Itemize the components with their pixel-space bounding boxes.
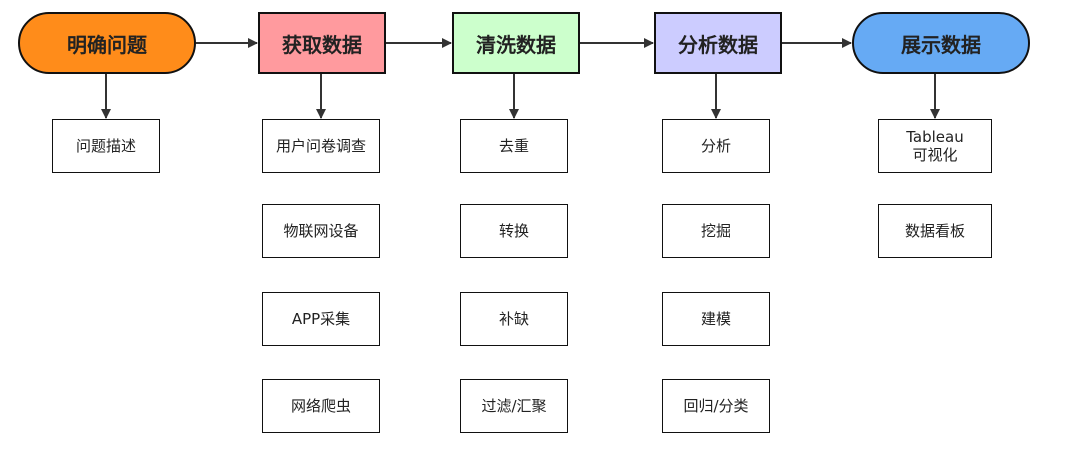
sub-step-box: 过滤/汇聚 [460, 379, 568, 433]
sub-step-label: 数据看板 [904, 222, 965, 240]
sub-step-label: 网络爬虫 [290, 397, 351, 415]
stage-acquire-data: 获取数据 [258, 12, 386, 74]
sub-step-label: 建模 [700, 310, 731, 328]
sub-step-box: Tableau 可视化 [878, 119, 992, 173]
sub-step-label: 分析 [700, 137, 731, 155]
sub-step-box: 挖掘 [662, 204, 770, 258]
stage-label: 获取数据 [282, 32, 362, 57]
stage-analyze-data: 分析数据 [654, 12, 782, 74]
sub-step-box: 网络爬虫 [262, 379, 380, 433]
stage-label: 明确问题 [67, 32, 147, 57]
sub-step-label: Tableau 可视化 [906, 128, 964, 164]
sub-step-label: 转换 [498, 222, 529, 240]
sub-step-box: 问题描述 [52, 119, 160, 173]
sub-step-box: 物联网设备 [262, 204, 380, 258]
stage-label: 展示数据 [901, 32, 981, 57]
sub-step-box: 回归/分类 [662, 379, 770, 433]
sub-step-box: 转换 [460, 204, 568, 258]
sub-step-label: 挖掘 [700, 222, 731, 240]
sub-step-box: 用户问卷调查 [262, 119, 380, 173]
stage-define-problem: 明确问题 [18, 12, 196, 74]
sub-step-label: 过滤/汇聚 [481, 397, 547, 415]
sub-step-label: 去重 [498, 137, 529, 155]
stage-present-data: 展示数据 [852, 12, 1030, 74]
stage-clean-data: 清洗数据 [452, 12, 580, 74]
sub-step-box: 数据看板 [878, 204, 992, 258]
sub-step-box: 分析 [662, 119, 770, 173]
sub-step-box: 建模 [662, 292, 770, 346]
sub-step-label: 补缺 [498, 310, 529, 328]
sub-step-label: 问题描述 [75, 137, 136, 155]
sub-step-box: 去重 [460, 119, 568, 173]
sub-step-label: 用户问卷调查 [275, 137, 366, 155]
sub-step-label: APP采集 [291, 310, 351, 328]
sub-step-label: 物联网设备 [283, 222, 359, 240]
stage-label: 清洗数据 [476, 32, 556, 57]
stage-label: 分析数据 [678, 32, 758, 57]
sub-step-box: APP采集 [262, 292, 380, 346]
sub-step-label: 回归/分类 [683, 397, 749, 415]
sub-step-box: 补缺 [460, 292, 568, 346]
